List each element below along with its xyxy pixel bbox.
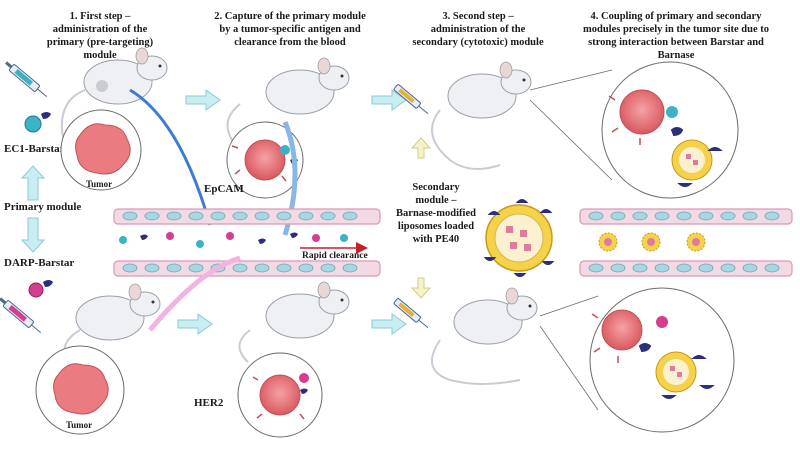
up-arrow-icon xyxy=(20,165,46,201)
flow-arrow-icon-4 xyxy=(371,313,407,335)
ec1-barstar-module-icon xyxy=(24,112,51,133)
step3-line3: secondary (cytotoxic) module xyxy=(412,37,544,48)
mouse-icon-2 xyxy=(226,57,350,141)
capture-zoom-bottom: HER2 xyxy=(194,352,323,438)
svg-text:with PE40: with PE40 xyxy=(413,234,459,245)
rapid-clearance-label: Rapid clearance xyxy=(302,251,368,261)
darp-barstar-label: DARP-Barstar xyxy=(4,257,74,269)
ec1-barstar-label: EC1-Barstar xyxy=(4,143,65,155)
step2-line3: clearance from the blood xyxy=(234,37,346,48)
svg-text:administration of the: administration of the xyxy=(431,24,526,35)
svg-text:module –: module – xyxy=(415,195,457,206)
secondary-line5: with PE40 xyxy=(413,234,459,245)
coupling-zoom-top xyxy=(601,61,739,199)
svg-text:module: module xyxy=(83,50,117,61)
zoom-line-4 xyxy=(539,325,599,411)
zoom-line-1 xyxy=(529,69,613,91)
tumor-label-top: Tumor xyxy=(86,179,112,189)
svg-text:strong interaction between Bar: strong interaction between Barstar and xyxy=(588,37,764,48)
svg-text:administration of the: administration of the xyxy=(53,24,148,35)
mouse-icon-3 xyxy=(431,61,532,170)
up-arrow-icon-2 xyxy=(410,137,432,159)
svg-text:modules precisely in the tumor: modules precisely in the tumor site due … xyxy=(583,24,769,35)
step3-line1: 3. Second step – xyxy=(442,11,514,22)
vessel-cells-top xyxy=(122,211,358,221)
tumor-zoom-top: Tumor xyxy=(60,109,142,191)
coupling-zoom-bottom xyxy=(589,287,735,433)
flow-arrow-icon-1 xyxy=(185,89,221,111)
mouse-icon-6 xyxy=(431,287,538,385)
mouse-icon-5 xyxy=(238,281,350,363)
step4-line2: modules precisely in the tumor site due … xyxy=(583,24,769,35)
down-arrow-icon-2 xyxy=(410,277,432,299)
svg-text:Barnase: Barnase xyxy=(658,50,695,61)
step3-heading: 3. Second step – administration of the s… xyxy=(412,11,544,48)
svg-text:4. Coupling of primary and sec: 4. Coupling of primary and secondary xyxy=(591,11,763,22)
svg-text:Secondary: Secondary xyxy=(412,182,460,193)
step2-line1: 2. Capture of the primary module xyxy=(214,11,366,22)
tumor-label-bottom: Tumor xyxy=(66,420,92,430)
svg-text:clearance from the blood: clearance from the blood xyxy=(234,37,346,48)
capture-zoom-top: EpCAM xyxy=(204,121,304,199)
step4-line1: 4. Coupling of primary and secondary xyxy=(591,11,763,22)
syringe-icon-step3-bottom xyxy=(393,298,429,329)
syringe-icon-step3-top xyxy=(393,84,429,115)
secondary-line1: Secondary xyxy=(412,182,460,193)
zoom-line-3 xyxy=(539,295,599,317)
svg-text:secondary (cytotoxic) module: secondary (cytotoxic) module xyxy=(412,37,544,48)
step1-heading: 1. First step – administration of the pr… xyxy=(47,11,154,61)
capture-arrow-blue xyxy=(129,88,212,226)
darp-barstar-module-icon xyxy=(28,280,53,298)
step4-line3: strong interaction between Barstar and xyxy=(588,37,764,48)
step3-line2: administration of the xyxy=(431,24,526,35)
blood-vessel: Rapid clearance xyxy=(113,208,381,277)
syringe-icon-bottom xyxy=(0,297,41,334)
zoom-line-2 xyxy=(529,99,613,181)
flow-arrow-icon-3 xyxy=(177,313,213,335)
secondary-module-label: Secondary module – Barnase-modified lipo… xyxy=(396,182,476,245)
step4-heading: 4. Coupling of primary and secondary mod… xyxy=(583,11,769,61)
secondary-line4: liposomes loaded xyxy=(398,221,474,232)
tumor-zoom-bottom: Tumor xyxy=(35,345,125,435)
step1-line2: administration of the xyxy=(53,24,148,35)
svg-text:2. Capture of the primary modu: 2. Capture of the primary module xyxy=(214,11,366,22)
epcam-label: EpCAM xyxy=(204,183,244,195)
step1-line4: module xyxy=(83,50,117,61)
secondary-line2: module – xyxy=(415,195,457,206)
flow-arrow-icon-2 xyxy=(371,89,407,111)
capture-arrow-pink xyxy=(148,255,241,332)
svg-text:by a tumor-specific antigen an: by a tumor-specific antigen and xyxy=(219,24,361,35)
svg-text:liposomes loaded: liposomes loaded xyxy=(398,221,474,232)
step2-heading: 2. Capture of the primary module by a tu… xyxy=(214,11,366,48)
step1-line1: 1. First step – xyxy=(70,11,131,22)
secondary-line3: Barnase-modified xyxy=(396,208,476,219)
svg-text:1. First step –: 1. First step – xyxy=(70,11,131,22)
down-arrow-icon xyxy=(20,217,46,253)
svg-text:3. Second step –: 3. Second step – xyxy=(442,11,514,22)
primary-module-label: Primary module xyxy=(4,201,81,213)
step2-line2: by a tumor-specific antigen and xyxy=(219,24,361,35)
liposome-icon xyxy=(483,199,555,277)
svg-text:primary (pre-targeting): primary (pre-targeting) xyxy=(47,37,154,48)
step4-line4: Barnase xyxy=(658,50,695,61)
circulating-modules xyxy=(119,232,348,248)
tumor-vessel-right xyxy=(579,208,793,277)
vessel-cells-bottom xyxy=(122,263,358,273)
syringe-icon-top xyxy=(5,61,47,98)
her2-label: HER2 xyxy=(194,397,224,409)
svg-text:Barnase-modified: Barnase-modified xyxy=(396,208,476,219)
step1-line3: primary (pre-targeting) xyxy=(47,37,154,48)
